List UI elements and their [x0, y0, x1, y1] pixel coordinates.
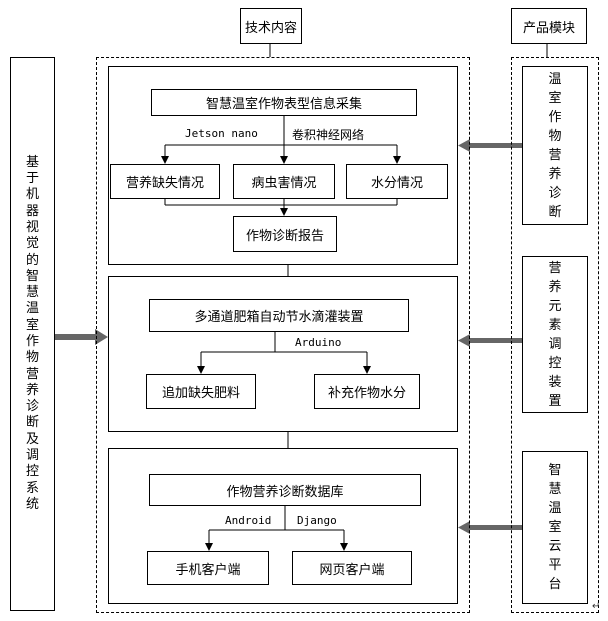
product-2-char: 温	[548, 501, 562, 516]
product-2-char: 台	[548, 577, 562, 592]
system-title-char: 视	[25, 219, 39, 235]
product-0-char: 诊	[548, 185, 562, 201]
supplement-water-box: 补充作物水分	[314, 374, 420, 409]
system-title-char: 营	[25, 366, 39, 382]
product-diagnosis-box: 温室作物营养诊断	[522, 66, 588, 225]
system-title-char: 智	[25, 268, 39, 284]
product-module-label: 产品模块	[522, 20, 575, 36]
system-title: 基于机器视觉的智慧温室作物营养诊断及调控系统	[26, 155, 39, 514]
system-title-char: 室	[25, 317, 39, 333]
mobile-client-box: 手机客户端	[147, 551, 269, 585]
product-1-char: 装	[548, 374, 562, 390]
system-title-char: 的	[25, 252, 39, 268]
phenotype-panel	[108, 66, 458, 265]
system-title-char: 慧	[25, 285, 39, 301]
irrigation-panel	[108, 276, 458, 432]
product-0-char: 作	[548, 109, 562, 125]
django-label: Django	[297, 514, 337, 527]
product-module-header: 产品模块	[511, 8, 587, 44]
tech-content-header: 技术内容	[240, 8, 302, 44]
corner-mark: ↵	[592, 601, 601, 612]
product-1-char: 元	[548, 298, 562, 314]
product-1-char: 控	[548, 355, 562, 371]
water-status-box: 水分情况	[346, 164, 448, 199]
irrigation-device-box: 多通道肥箱自动节水滴灌装置	[149, 299, 409, 332]
system-title-char: 基	[25, 154, 39, 170]
system-arrow-head	[95, 329, 108, 345]
system-title-char: 系	[25, 480, 39, 496]
product-regulator-label: 营养元素调控装置	[548, 259, 561, 411]
system-title-char: 觉	[25, 236, 39, 252]
water-status-label: 水分情况	[370, 176, 423, 191]
product-module-container	[511, 57, 599, 613]
product-2-char: 慧	[548, 482, 562, 497]
product-0-char: 温	[548, 71, 562, 87]
android-label: Android	[225, 514, 272, 527]
jetson-nano-label: Jetson nano	[185, 127, 258, 140]
product-0-char: 养	[548, 166, 562, 182]
system-title-char: 于	[25, 171, 39, 187]
product-cloud-label: 智慧温室云平台	[548, 461, 561, 594]
pest-disease-box: 病虫害情况	[233, 164, 335, 199]
supplement-water-label: 补充作物水分	[327, 386, 406, 401]
mobile-client-label: 手机客户端	[175, 562, 241, 578]
web-client-label: 网页客户端	[319, 562, 385, 578]
product-1-char: 置	[548, 393, 562, 409]
system-arrow-shaft	[55, 334, 95, 340]
product-2-char: 室	[548, 520, 562, 535]
product-2-char: 平	[548, 558, 562, 573]
product-0-char: 营	[548, 147, 562, 163]
system-title-char: 机	[25, 187, 39, 203]
add-fertilizer-label: 追加缺失肥料	[161, 386, 240, 401]
product-0-char: 室	[548, 90, 562, 106]
system-title-char: 调	[25, 448, 39, 464]
product-1-char: 营	[548, 260, 562, 276]
tech-content-container	[96, 57, 470, 613]
system-title-char: 控	[25, 464, 39, 480]
product-regulator-box: 营养元素调控装置	[522, 256, 588, 413]
nutrition-database-box: 作物营养诊断数据库	[149, 474, 421, 506]
add-fertilizer-box: 追加缺失肥料	[146, 374, 256, 409]
system-title-char: 养	[25, 382, 39, 398]
pest-disease-label: 病虫害情况	[251, 176, 317, 191]
product-cloud-box: 智慧温室云平台	[522, 451, 588, 604]
product-0-char: 物	[548, 128, 562, 144]
product-1-char: 调	[548, 336, 562, 352]
product-diagnosis-label: 温室作物营养诊断	[548, 70, 561, 222]
diagnosis-report-box: 作物诊断报告	[233, 216, 337, 252]
nutrient-deficiency-label: 营养缺失情况	[125, 176, 204, 191]
system-title-char: 诊	[25, 399, 39, 415]
phenotype-collection-label: 智慧温室作物表型信息采集	[205, 97, 362, 112]
web-client-box: 网页客户端	[292, 551, 412, 585]
product-1-char: 素	[548, 317, 562, 333]
product-1-char: 养	[548, 279, 562, 295]
system-title-char: 器	[25, 203, 39, 219]
nutrition-database-label: 作物营养诊断数据库	[226, 484, 344, 500]
database-panel	[108, 448, 458, 604]
system-title-char: 统	[25, 496, 39, 512]
system-title-char: 物	[25, 350, 39, 366]
tech-content-label: 技术内容	[244, 20, 297, 36]
product-2-char: 智	[548, 463, 562, 478]
nutrient-deficiency-box: 营养缺失情况	[110, 164, 220, 199]
system-title-box: 基于机器视觉的智慧温室作物营养诊断及调控系统	[10, 57, 55, 611]
product-0-char: 断	[548, 204, 562, 220]
phenotype-collection-box: 智慧温室作物表型信息采集	[151, 89, 417, 116]
diagnosis-report-label: 作物诊断报告	[245, 228, 324, 244]
system-title-char: 及	[25, 431, 39, 447]
irrigation-device-label: 多通道肥箱自动节水滴灌装置	[194, 310, 364, 325]
system-title-char: 温	[25, 301, 39, 317]
system-title-char: 作	[25, 334, 39, 349]
arduino-label: Arduino	[295, 336, 342, 349]
product-2-char: 云	[548, 539, 562, 554]
system-title-char: 断	[25, 415, 39, 431]
cnn-label: 卷积神经网络	[292, 128, 365, 142]
